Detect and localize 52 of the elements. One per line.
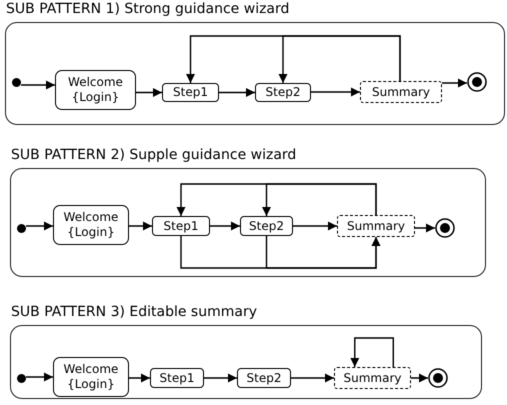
transition-arrow bbox=[266, 236, 380, 269]
state-box bbox=[150, 368, 204, 388]
transition-arrow bbox=[204, 374, 237, 382]
state-label: Step1 bbox=[162, 218, 200, 234]
transition-arrow bbox=[26, 372, 53, 382]
transition-arrow bbox=[442, 78, 467, 88]
panel-title: SUB PATTERN 3) Editable summary bbox=[11, 303, 257, 321]
state-box bbox=[53, 357, 129, 397]
initial-state-dot bbox=[17, 374, 26, 383]
state-label: Summary bbox=[342, 370, 402, 386]
summary-state-box bbox=[334, 367, 411, 389]
transition-arrow bbox=[415, 224, 435, 232]
transition-arrow bbox=[350, 337, 394, 367]
transition-arrow bbox=[278, 35, 401, 83]
state-label: Step1 bbox=[158, 370, 196, 386]
panel-title: SUB PATTERN 2) Supple guidance wizard bbox=[11, 146, 296, 164]
transition-arrow bbox=[219, 88, 255, 97]
transition-arrow bbox=[411, 374, 428, 382]
transition-arrow bbox=[129, 374, 150, 382]
transition-arrow bbox=[210, 222, 240, 230]
summary-state-box bbox=[337, 215, 415, 237]
state-label: Step2 bbox=[248, 218, 285, 234]
transition-arrow bbox=[291, 374, 334, 382]
state-label: Step2 bbox=[246, 370, 282, 386]
transition-arrow bbox=[293, 222, 337, 230]
initial-state-dot bbox=[12, 78, 21, 87]
final-state-symbol bbox=[467, 72, 487, 92]
transition-arrow bbox=[262, 183, 377, 216]
state-label: Welcome {Login} bbox=[67, 75, 124, 105]
state-label: Step1 bbox=[172, 85, 209, 100]
final-state-symbol bbox=[435, 218, 455, 238]
state-box bbox=[237, 368, 291, 388]
transition-arrow bbox=[129, 222, 152, 230]
state-label: Summary bbox=[346, 218, 406, 234]
state-box bbox=[255, 83, 311, 102]
state-box bbox=[152, 216, 210, 236]
final-state-symbol bbox=[428, 368, 448, 388]
transition-arrow bbox=[311, 88, 360, 96]
state-label: Summary bbox=[371, 84, 431, 100]
transition-arrow bbox=[26, 222, 53, 230]
state-box bbox=[55, 70, 136, 110]
state-label: Step2 bbox=[264, 85, 302, 100]
transition-arrow bbox=[21, 80, 55, 90]
summary-state-box bbox=[360, 81, 442, 103]
initial-state-dot bbox=[17, 224, 26, 233]
state-label: Welcome {Login} bbox=[62, 362, 120, 392]
state-box bbox=[240, 216, 293, 236]
state-box bbox=[162, 83, 219, 102]
state-box bbox=[53, 205, 129, 245]
state-label: Welcome {Login} bbox=[62, 210, 120, 240]
transition-arrow bbox=[136, 88, 162, 97]
panel-title: SUB PATTERN 1) Strong guidance wizard bbox=[6, 0, 290, 18]
